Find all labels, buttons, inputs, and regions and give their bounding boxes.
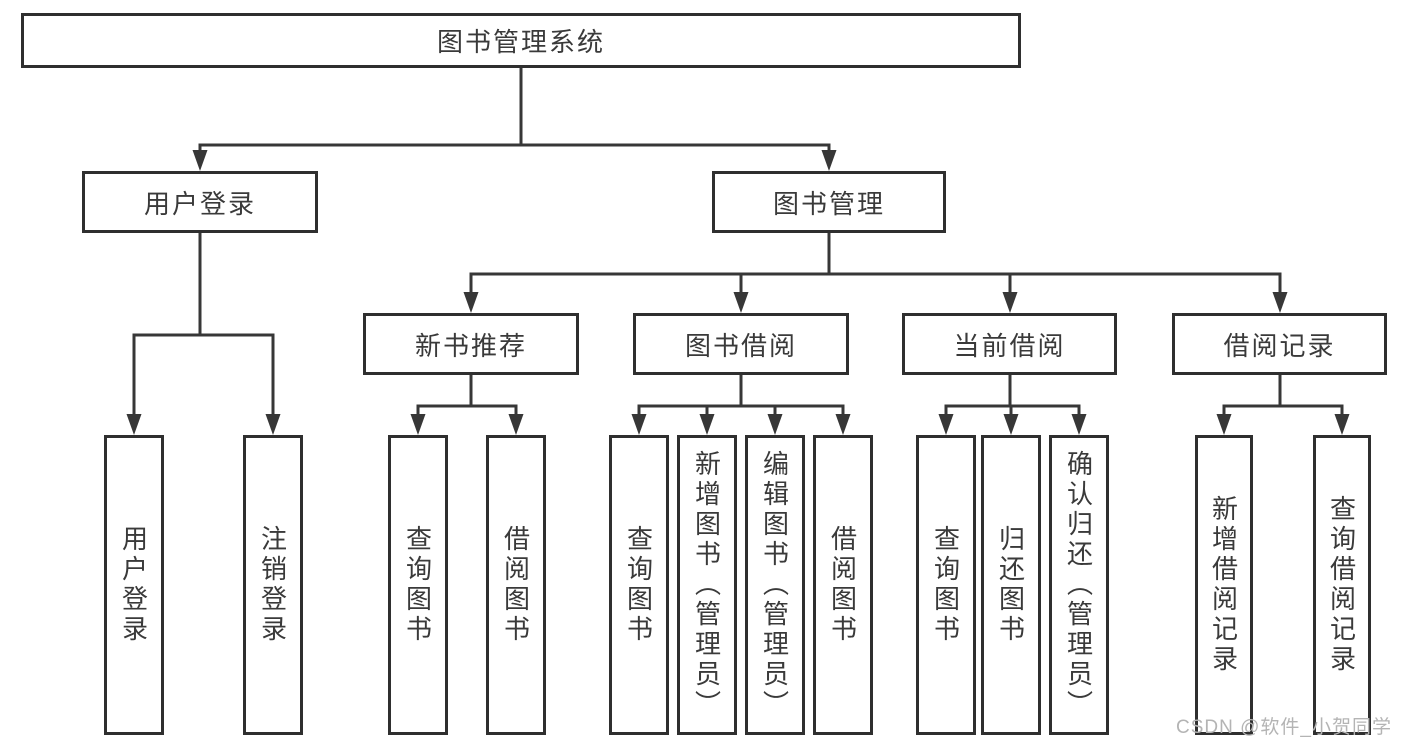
node-book-management: 图书管理	[712, 171, 946, 233]
leaf-query-books-3: 查询图书	[916, 435, 976, 735]
leaf-add-books-admin: 新增图书（管理员）	[677, 435, 737, 735]
node-new-book-recommend: 新书推荐	[363, 313, 579, 375]
connector-user-login-children	[126, 231, 281, 435]
leaf-user-login: 用户登录	[104, 435, 164, 735]
leaf-confirm-return-admin: 确认归还（管理员）	[1049, 435, 1109, 735]
leaf-query-borrow-record: 查询借阅记录	[1313, 435, 1371, 735]
connector-root-to-level2	[192, 66, 837, 171]
leaf-query-books-2: 查询图书	[609, 435, 669, 735]
node-book-borrow: 图书借阅	[633, 313, 849, 375]
leaf-borrow-books: 借阅图书	[486, 435, 546, 735]
connector-book-borrow-children	[631, 373, 851, 435]
leaf-logout-login: 注销登录	[243, 435, 303, 735]
leaf-return-books: 归还图书	[981, 435, 1041, 735]
leaf-edit-books-admin: 编辑图书（管理员）	[745, 435, 805, 735]
csdn-watermark: CSDN @软件_小贺同学	[1176, 717, 1392, 738]
leaf-query-books: 查询图书	[388, 435, 448, 735]
leaf-borrow-books-2: 借阅图书	[813, 435, 873, 735]
connector-new-book-children	[410, 373, 524, 435]
node-borrow-record: 借阅记录	[1172, 313, 1387, 375]
leaf-add-borrow-record: 新增借阅记录	[1195, 435, 1253, 735]
node-system-root: 图书管理系统	[21, 13, 1021, 68]
node-user-login: 用户登录	[82, 171, 318, 233]
connector-current-borrow-children	[938, 373, 1087, 435]
node-current-borrow: 当前借阅	[902, 313, 1117, 375]
connector-borrow-record-children	[1216, 373, 1350, 435]
connector-book-management-children	[463, 231, 1288, 313]
